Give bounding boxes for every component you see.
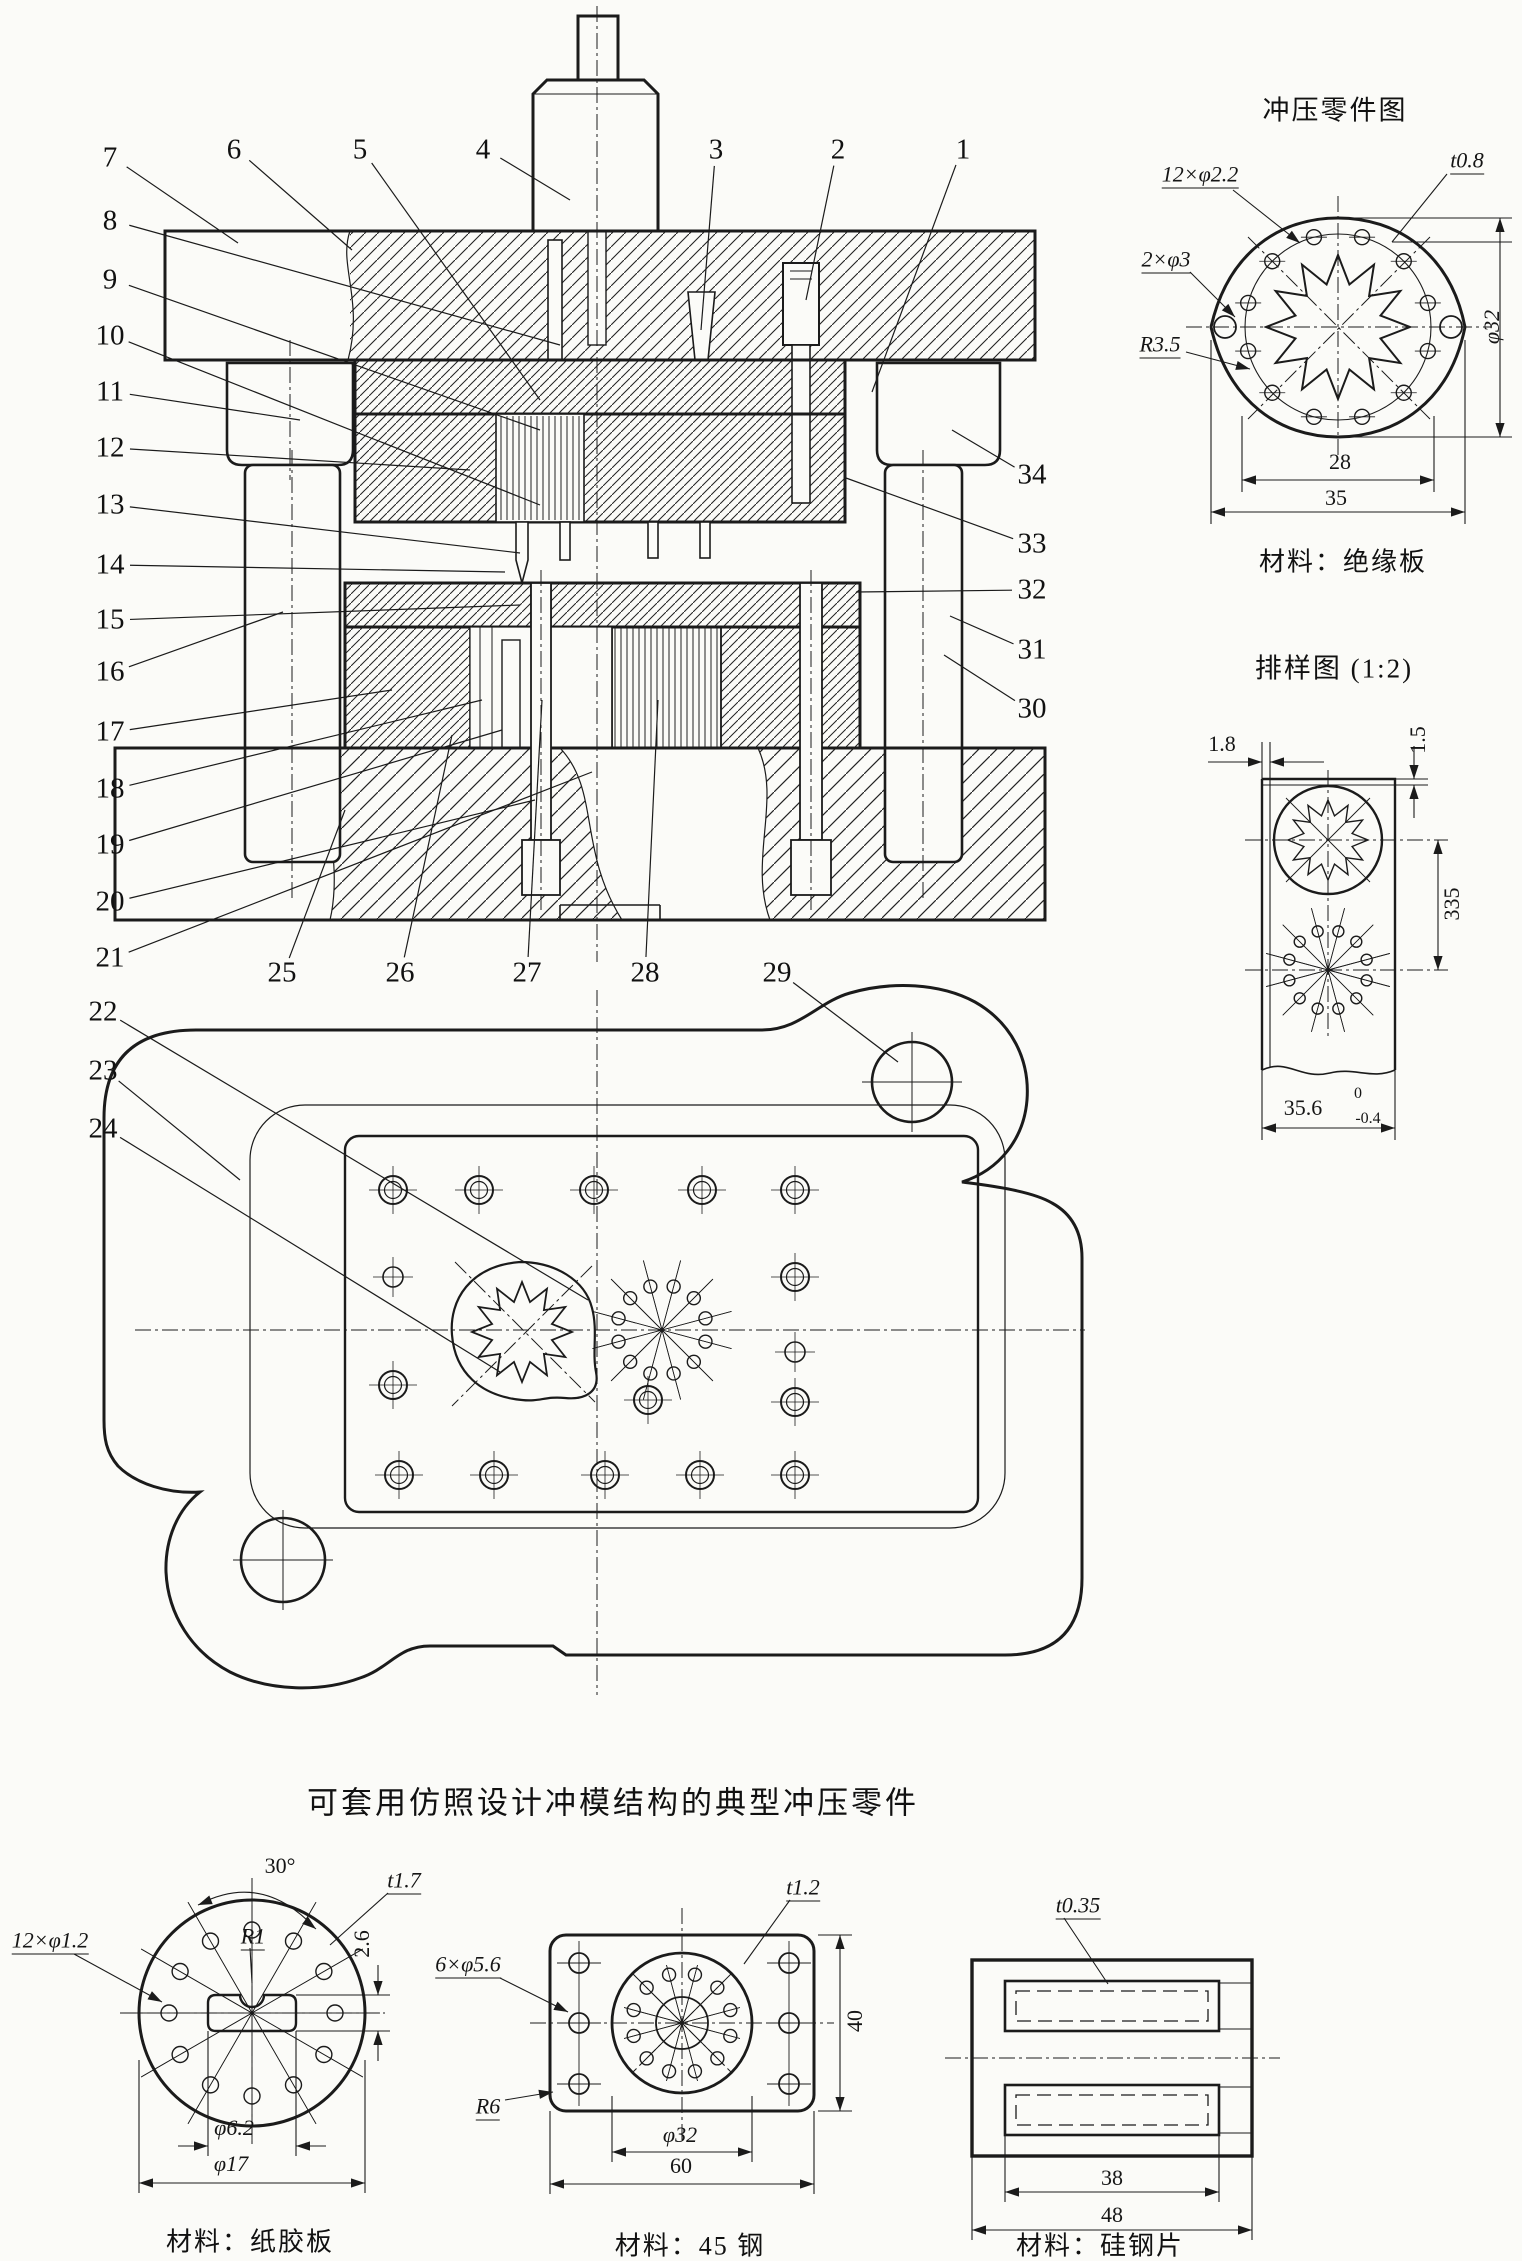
callout-6: 6 <box>226 133 242 166</box>
callout-9: 9 <box>102 263 118 296</box>
callout-17: 17 <box>95 715 125 748</box>
callout-8: 8 <box>102 204 118 237</box>
part-drawing-label-5: 28 <box>1329 449 1351 474</box>
callout-13: 13 <box>95 488 125 521</box>
part-c-material: 材料：硅钢片 <box>1015 2231 1185 2261</box>
part-drawing-label-4: φ32 <box>1479 309 1504 345</box>
typical-part-0-label-2: R1 <box>240 1923 266 1951</box>
typical-part-2-label-1: 38 <box>1101 2165 1123 2190</box>
callout-15: 15 <box>95 603 125 636</box>
typical-part-1-label-0: t1.2 <box>786 1874 820 1902</box>
assembly-section-view <box>113 6 1047 962</box>
callout-12: 12 <box>95 431 125 464</box>
typical-part-0-label-0: 30° <box>264 1853 296 1878</box>
callout-4: 4 <box>475 133 491 166</box>
typical-part-1-label-5: 40 <box>842 2010 867 2032</box>
callout-20: 20 <box>95 885 125 918</box>
strip-layout-label-2: 335 <box>1439 887 1464 921</box>
strip-layout-label-5: -0.4 <box>1355 1110 1381 1127</box>
typical-part-0-label-5: φ6.2 <box>214 2115 254 2140</box>
part-b-material: 材料：45 钢 <box>614 2231 766 2261</box>
typical-part-0-label-6: φ17 <box>213 2151 249 2176</box>
hole-circles <box>124 228 1441 2141</box>
callout-32: 32 <box>1017 573 1047 606</box>
typical-parts-caption: 可套用仿照设计冲模结构的典型冲压零件 <box>307 1785 919 1821</box>
callout-26: 26 <box>385 956 415 989</box>
part-drawing-label-0: 12×φ2.2 <box>1161 161 1239 189</box>
typical-part-2-label-2: 48 <box>1101 2202 1123 2227</box>
part-drawing-material: 材料：绝缘板 <box>1258 547 1428 577</box>
callout-7: 7 <box>102 141 118 174</box>
callout-2: 2 <box>830 133 846 166</box>
typical-part-1-label-1: 6×φ5.6 <box>435 1951 501 1979</box>
part-drawing-label-2: 2×φ3 <box>1141 246 1191 274</box>
callout-24: 24 <box>88 1112 118 1145</box>
strip-layout-label-3: 35.6 <box>1283 1095 1323 1120</box>
callout-5: 5 <box>352 133 368 166</box>
callout-23: 23 <box>88 1054 118 1087</box>
strip-layout-label-4: 0 <box>1354 1085 1362 1102</box>
part-drawing-title: 冲压零件图 <box>1262 95 1408 126</box>
part-drawing-label-3: R3.5 <box>1139 331 1181 359</box>
callout-19: 19 <box>95 828 125 861</box>
callout-30: 30 <box>1017 692 1047 725</box>
callout-29: 29 <box>762 956 792 989</box>
callout-27: 27 <box>512 956 542 989</box>
plan-screw-holes <box>369 1166 819 1499</box>
callout-31: 31 <box>1017 633 1047 666</box>
callout-25: 25 <box>267 956 297 989</box>
callout-16: 16 <box>95 655 125 688</box>
typical-part-1-label-3: φ32 <box>662 2122 698 2147</box>
typical-part-0-label-3: 2.6 <box>349 1930 374 1958</box>
callout-14: 14 <box>95 548 125 581</box>
typical-part-2-label-0: t0.35 <box>1055 1892 1101 1920</box>
callout-34: 34 <box>1017 458 1047 491</box>
typical-part-0-label-1: t1.7 <box>387 1867 421 1895</box>
strip-layout-title: 排样图 (1:2) <box>1254 653 1414 684</box>
callout-11: 11 <box>96 375 124 408</box>
typical-part-0-label-4: 12×φ1.2 <box>11 1927 89 1955</box>
callout-leader-lines <box>118 157 1016 1373</box>
dimension-arrows <box>73 173 1505 2235</box>
callout-18: 18 <box>95 772 125 805</box>
typical-part-c <box>945 1958 1280 2240</box>
strip-layout-label-0: 1.8 <box>1208 731 1236 756</box>
callout-22: 22 <box>88 995 118 1028</box>
typical-part-1-label-4: 60 <box>670 2153 692 2178</box>
die-base-plan-view <box>102 984 1085 1695</box>
strip-layout-label-1: 1.5 <box>1405 726 1430 754</box>
part-drawing-label-6: 35 <box>1325 485 1347 510</box>
callout-1: 1 <box>955 133 971 166</box>
part-drawing-label-1: t0.8 <box>1450 147 1484 175</box>
callout-28: 28 <box>630 956 660 989</box>
strip-layout-drawing <box>1245 742 1448 1140</box>
callout-21: 21 <box>95 941 125 974</box>
part-a-material: 材料：纸胶板 <box>165 2227 335 2257</box>
callout-33: 33 <box>1017 527 1047 560</box>
gear-profiles <box>469 252 1413 1385</box>
callout-3: 3 <box>708 133 724 166</box>
callout-10: 10 <box>95 319 125 352</box>
typical-part-b <box>530 1908 852 2194</box>
stamped-part-drawing <box>1186 196 1512 524</box>
typical-part-1-label-2: R6 <box>475 2093 501 2121</box>
